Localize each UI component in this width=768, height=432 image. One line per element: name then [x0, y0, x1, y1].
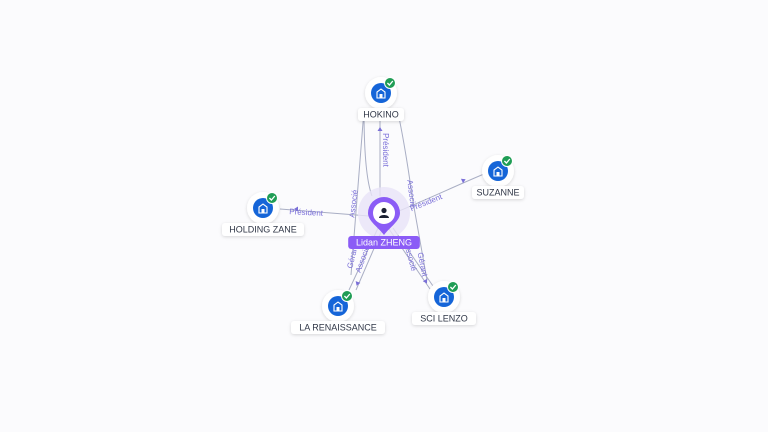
company-label-box [412, 312, 476, 325]
person-label-box [348, 236, 420, 249]
relation-edge-holding-zane[interactable]: Président [279, 207, 370, 218]
arrow-icon [377, 127, 383, 131]
arrow-icon [422, 278, 428, 284]
company-node-suzanne[interactable]: SUZANNE [472, 155, 524, 199]
company-node-la-renaissance[interactable]: LA RENAISSANCE [291, 290, 385, 334]
company-node-holding-zane[interactable]: HOLDING ZANE [222, 192, 304, 236]
company-node-badge [371, 83, 391, 103]
person-name: Lidan ZHENG [356, 238, 412, 248]
arrow-icon [460, 178, 466, 184]
company-name: HOKINO [363, 110, 399, 120]
relation-label: Associé [347, 189, 359, 218]
relation-edge-hokino[interactable]: Président [379, 113, 390, 196]
relation-label: Président [381, 133, 390, 168]
arrow-icon [294, 206, 298, 212]
company-label-box [291, 321, 385, 334]
person-node[interactable]: Lidan ZHENG [348, 187, 420, 249]
edge-line [279, 208, 370, 217]
company-node-badge [488, 161, 508, 181]
relation-label: Associé [405, 179, 417, 208]
company-name: SCI LENZO [420, 314, 468, 324]
building-icon [333, 301, 343, 312]
company-name: SUZANNE [476, 188, 519, 198]
company-label-box [358, 108, 404, 121]
nodes-layer: HOKINO SUZANNE HOLDING ZANE LA RENAISSANCE S… [222, 77, 524, 334]
verified-check-icon [341, 290, 353, 302]
building-icon [439, 292, 449, 303]
verified-check-icon [501, 155, 513, 167]
building-icon [493, 166, 503, 177]
company-node-hokino[interactable]: HOKINO [358, 77, 404, 121]
company-node-sci-lenzo[interactable]: SCI LENZO [412, 281, 476, 325]
company-node-badge [253, 198, 273, 218]
company-node-badge [434, 287, 454, 307]
building-icon [376, 88, 386, 99]
company-node-badge [328, 296, 348, 316]
user-icon [379, 207, 389, 218]
company-name: HOLDING ZANE [229, 225, 297, 235]
verified-check-icon [447, 281, 459, 293]
company-label-box [472, 186, 524, 199]
company-name: LA RENAISSANCE [299, 323, 377, 333]
company-label-box [222, 223, 304, 236]
building-icon [258, 203, 268, 214]
relation-label: Président [289, 207, 324, 218]
verified-check-icon [266, 192, 278, 204]
arrow-icon [355, 281, 361, 286]
verified-check-icon [384, 77, 396, 89]
